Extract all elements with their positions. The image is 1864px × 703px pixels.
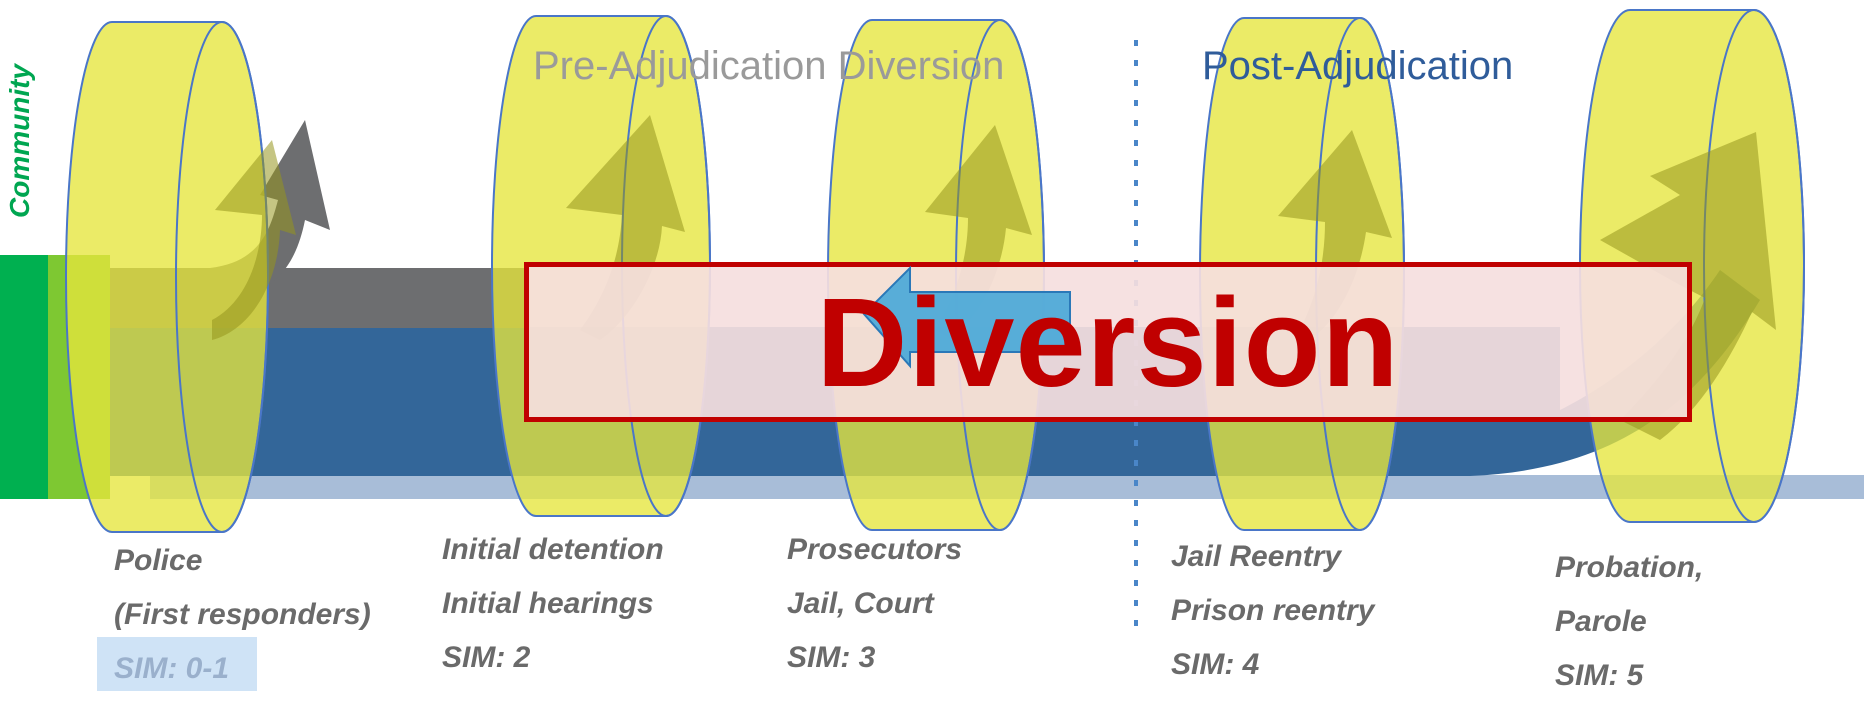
diversion-label: Diversion [816, 271, 1400, 413]
stage-4-line1: Jail Reentry [1171, 540, 1342, 573]
stage-3-sim: SIM: 3 [787, 641, 876, 674]
stage-5-sim: SIM: 5 [1555, 659, 1644, 692]
stage-cylinder-1 [65, 21, 296, 533]
up-arrow-2 [566, 115, 685, 340]
stage-1-line1: Police [114, 544, 203, 577]
stage-label-3: Prosecutors Jail, Court SIM: 3 [787, 523, 962, 685]
stage-2-line2: Initial hearings [442, 587, 654, 620]
sim-highlight [97, 637, 257, 691]
stage-2-sim: SIM: 2 [442, 641, 531, 674]
community-label: Community [4, 64, 35, 218]
stage-label-1: Police (First responders) SIM: 0-1 [114, 534, 371, 696]
stage-2-line1: Initial detention [442, 533, 664, 566]
stage-3-line1: Prosecutors [787, 533, 963, 566]
stage-5-line1: Probation, [1555, 551, 1704, 584]
stage-4-sim: SIM: 4 [1171, 648, 1260, 681]
stage-5-line2: Parole [1555, 605, 1647, 638]
pre-adjudication-header: Pre-Adjudication Diversion [533, 44, 1005, 88]
stage-label-5: Probation, Parole SIM: 5 [1555, 541, 1703, 703]
community-bar [0, 255, 48, 499]
sim-highlight-tail [114, 684, 134, 691]
up-arrow-3 [925, 125, 1032, 338]
gray-exit-arrow [210, 120, 330, 300]
stage-1-line2: (First responders) [114, 598, 371, 631]
stage-label-2: Initial detention Initial hearings SIM: … [442, 523, 664, 685]
post-adjudication-header: Post-Adjudication [1202, 44, 1514, 88]
stage-4-line2: Prison reentry [1171, 594, 1375, 627]
stage-3-line2: Jail, Court [787, 587, 934, 620]
up-arrow-1 [212, 140, 296, 340]
left-arrow-icon [862, 265, 1071, 369]
stage-label-4: Jail Reentry Prison reentry SIM: 4 [1171, 530, 1374, 692]
stage-1-sim: SIM: 0-1 [114, 652, 230, 685]
diversion-box [524, 262, 1692, 422]
up-arrow-4 [1278, 130, 1392, 338]
